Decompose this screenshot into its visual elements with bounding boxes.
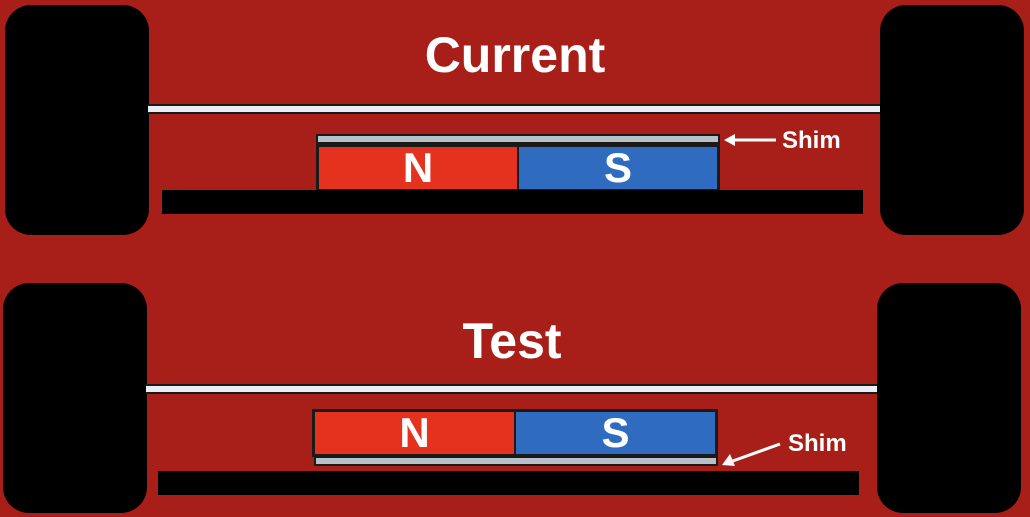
- current-rail: [148, 104, 880, 114]
- test-north-pole: N: [315, 412, 516, 454]
- current-left-wheel: [5, 5, 149, 235]
- current-north-pole: N: [319, 147, 519, 189]
- test-magnet: N S: [312, 409, 718, 457]
- test-shim-arrow-icon: [722, 442, 781, 466]
- current-right-wheel: [880, 5, 1024, 235]
- current-title: Current: [424, 27, 606, 83]
- current-magnet: N S: [316, 144, 720, 192]
- test-base-bar: [158, 471, 859, 495]
- test-shim-label: Shim: [788, 430, 847, 457]
- test-left-wheel: [3, 283, 147, 513]
- current-base-bar: [162, 190, 863, 214]
- test-rail: [146, 384, 877, 394]
- current-shim-arrow-icon: [724, 134, 776, 146]
- current-shim-label: Shim: [782, 127, 841, 154]
- test-title: Test: [462, 313, 562, 369]
- current-south-pole: S: [519, 147, 717, 189]
- current-shim: [316, 134, 720, 144]
- test-right-wheel: [877, 283, 1021, 513]
- test-south-pole: S: [516, 412, 715, 454]
- test-shim: [314, 456, 718, 466]
